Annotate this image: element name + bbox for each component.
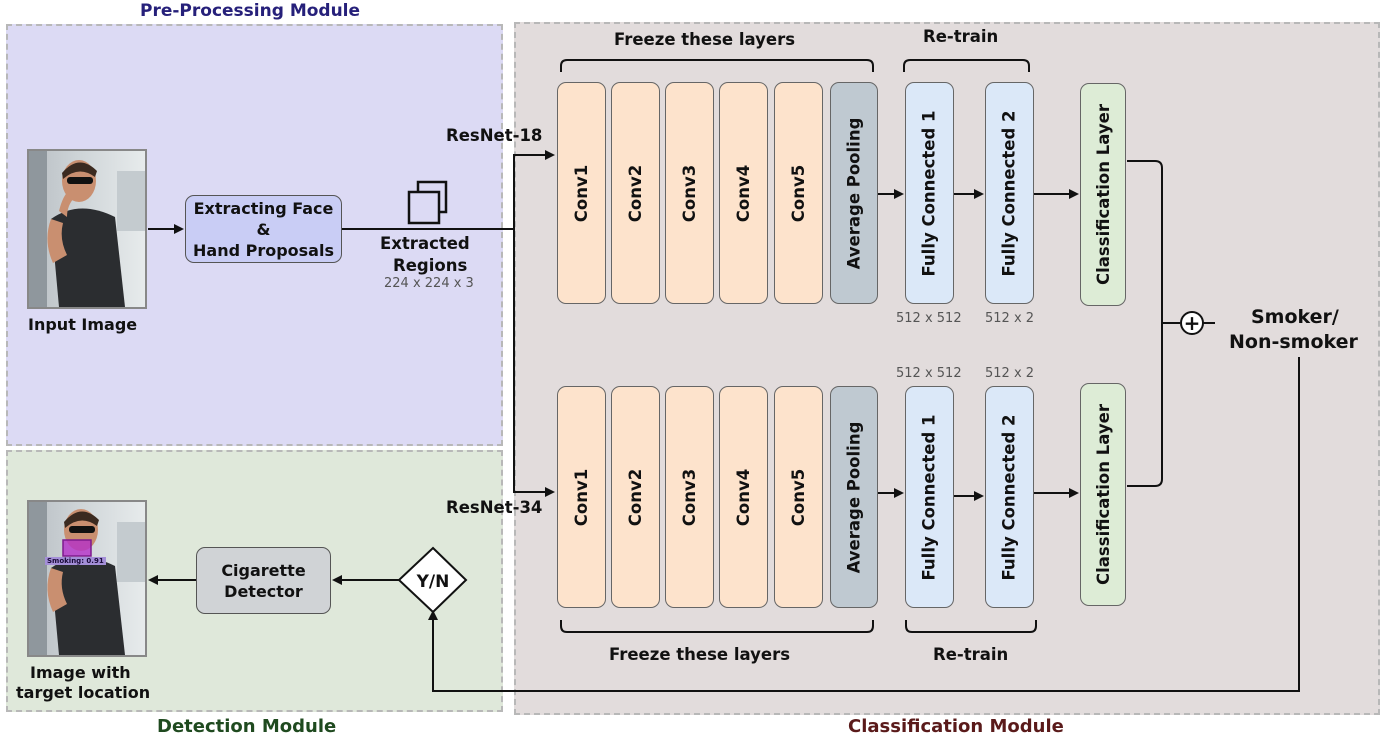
result-label-line2: target location bbox=[16, 683, 151, 702]
top-conv5-layer: Conv5 bbox=[774, 82, 823, 304]
bottom-fc2-layer: Fully Connected 2 bbox=[985, 386, 1034, 608]
decision-label: Y/N bbox=[416, 572, 450, 592]
extracting-proposals-box: Extracting Face & Hand Proposals bbox=[185, 195, 342, 263]
bottom-conv1-layer: Conv1 bbox=[557, 386, 606, 608]
bottom-conv2-layer: Conv2 bbox=[611, 386, 660, 608]
top-retrain-brace bbox=[903, 59, 1030, 72]
top-conv1-layer: Conv1 bbox=[557, 82, 606, 304]
bottom-fc1-layer: Fully Connected 1 bbox=[905, 386, 954, 608]
bottom-average-pooling-layer: Average Pooling bbox=[830, 386, 878, 608]
bottom-retrain-label: Re-train bbox=[933, 645, 1009, 664]
cigarette-detector-line1: Cigarette bbox=[221, 560, 306, 580]
line-top-classifier-to-sum bbox=[1127, 160, 1180, 324]
arrow-to-resnet18 bbox=[513, 150, 555, 229]
sum-node-icon bbox=[1180, 311, 1204, 335]
detection-result-image: Smoking: 0.91 bbox=[27, 500, 147, 657]
top-freeze-label: Freeze these layers bbox=[614, 30, 796, 49]
input-image bbox=[27, 149, 147, 309]
extracted-regions-dims: 224 x 224 x 3 bbox=[384, 276, 474, 291]
bottom-fc2-dims: 512 x 2 bbox=[985, 366, 1035, 381]
cigarette-detector-box: Cigarette Detector bbox=[196, 547, 331, 614]
resnet34-label: ResNet-34 bbox=[446, 498, 543, 517]
extracting-proposals-line2: Hand Proposals bbox=[193, 240, 334, 260]
bottom-fc1-dims: 512 x 512 bbox=[896, 366, 962, 381]
top-conv2-layer: Conv2 bbox=[611, 82, 660, 304]
cigarette-detector-line2: Detector bbox=[224, 581, 303, 601]
sum-symbol: + bbox=[1184, 311, 1201, 335]
decision-diamond-icon bbox=[397, 546, 468, 614]
preprocessing-module-title: Pre-Processing Module bbox=[140, 1, 361, 21]
top-classification-layer: Classification Layer bbox=[1080, 83, 1126, 306]
bottom-freeze-label: Freeze these layers bbox=[609, 645, 791, 664]
bottom-freeze-brace bbox=[560, 620, 874, 633]
classification-module-title: Classification Module bbox=[848, 716, 1064, 737]
bottom-conv5-layer: Conv5 bbox=[774, 386, 823, 608]
result-label-line1: Image with bbox=[30, 663, 131, 682]
top-conv4-layer: Conv4 bbox=[719, 82, 768, 304]
top-fc2-dims: 512 x 2 bbox=[985, 311, 1035, 326]
resnet18-label: ResNet-18 bbox=[446, 126, 543, 145]
bottom-retrain-brace bbox=[905, 620, 1037, 633]
extracting-proposals-line1: Extracting Face & bbox=[193, 198, 334, 239]
extracted-regions-line1: Extracted bbox=[380, 234, 470, 253]
top-freeze-brace bbox=[560, 59, 874, 72]
top-fc2-layer: Fully Connected 2 bbox=[985, 82, 1034, 304]
output-label-line1: Smoker/ bbox=[1251, 306, 1339, 328]
stacked-regions-icon bbox=[407, 180, 448, 225]
person-figure-icon bbox=[29, 502, 145, 655]
arrow-to-resnet34 bbox=[513, 229, 555, 497]
extracted-regions-line2: Regions bbox=[393, 256, 468, 275]
top-fc1-dims: 512 x 512 bbox=[896, 311, 962, 326]
arrow-output-to-decision bbox=[428, 357, 1300, 692]
detection-module-title: Detection Module bbox=[157, 716, 337, 737]
top-average-pooling-layer: Average Pooling bbox=[830, 82, 878, 304]
bottom-conv4-layer: Conv4 bbox=[719, 386, 768, 608]
detection-tag: Smoking: 0.91 bbox=[45, 557, 106, 565]
line-bottom-classifier-to-sum bbox=[1127, 323, 1163, 487]
input-image-label: Input Image bbox=[28, 315, 138, 334]
bottom-classification-layer: Classification Layer bbox=[1080, 383, 1126, 606]
top-conv3-layer: Conv3 bbox=[665, 82, 714, 304]
top-fc1-layer: Fully Connected 1 bbox=[905, 82, 954, 304]
top-retrain-label: Re-train bbox=[923, 27, 999, 46]
bottom-conv3-layer: Conv3 bbox=[665, 386, 714, 608]
output-label-line2: Non-smoker bbox=[1229, 331, 1358, 353]
person-figure-icon bbox=[29, 151, 145, 307]
